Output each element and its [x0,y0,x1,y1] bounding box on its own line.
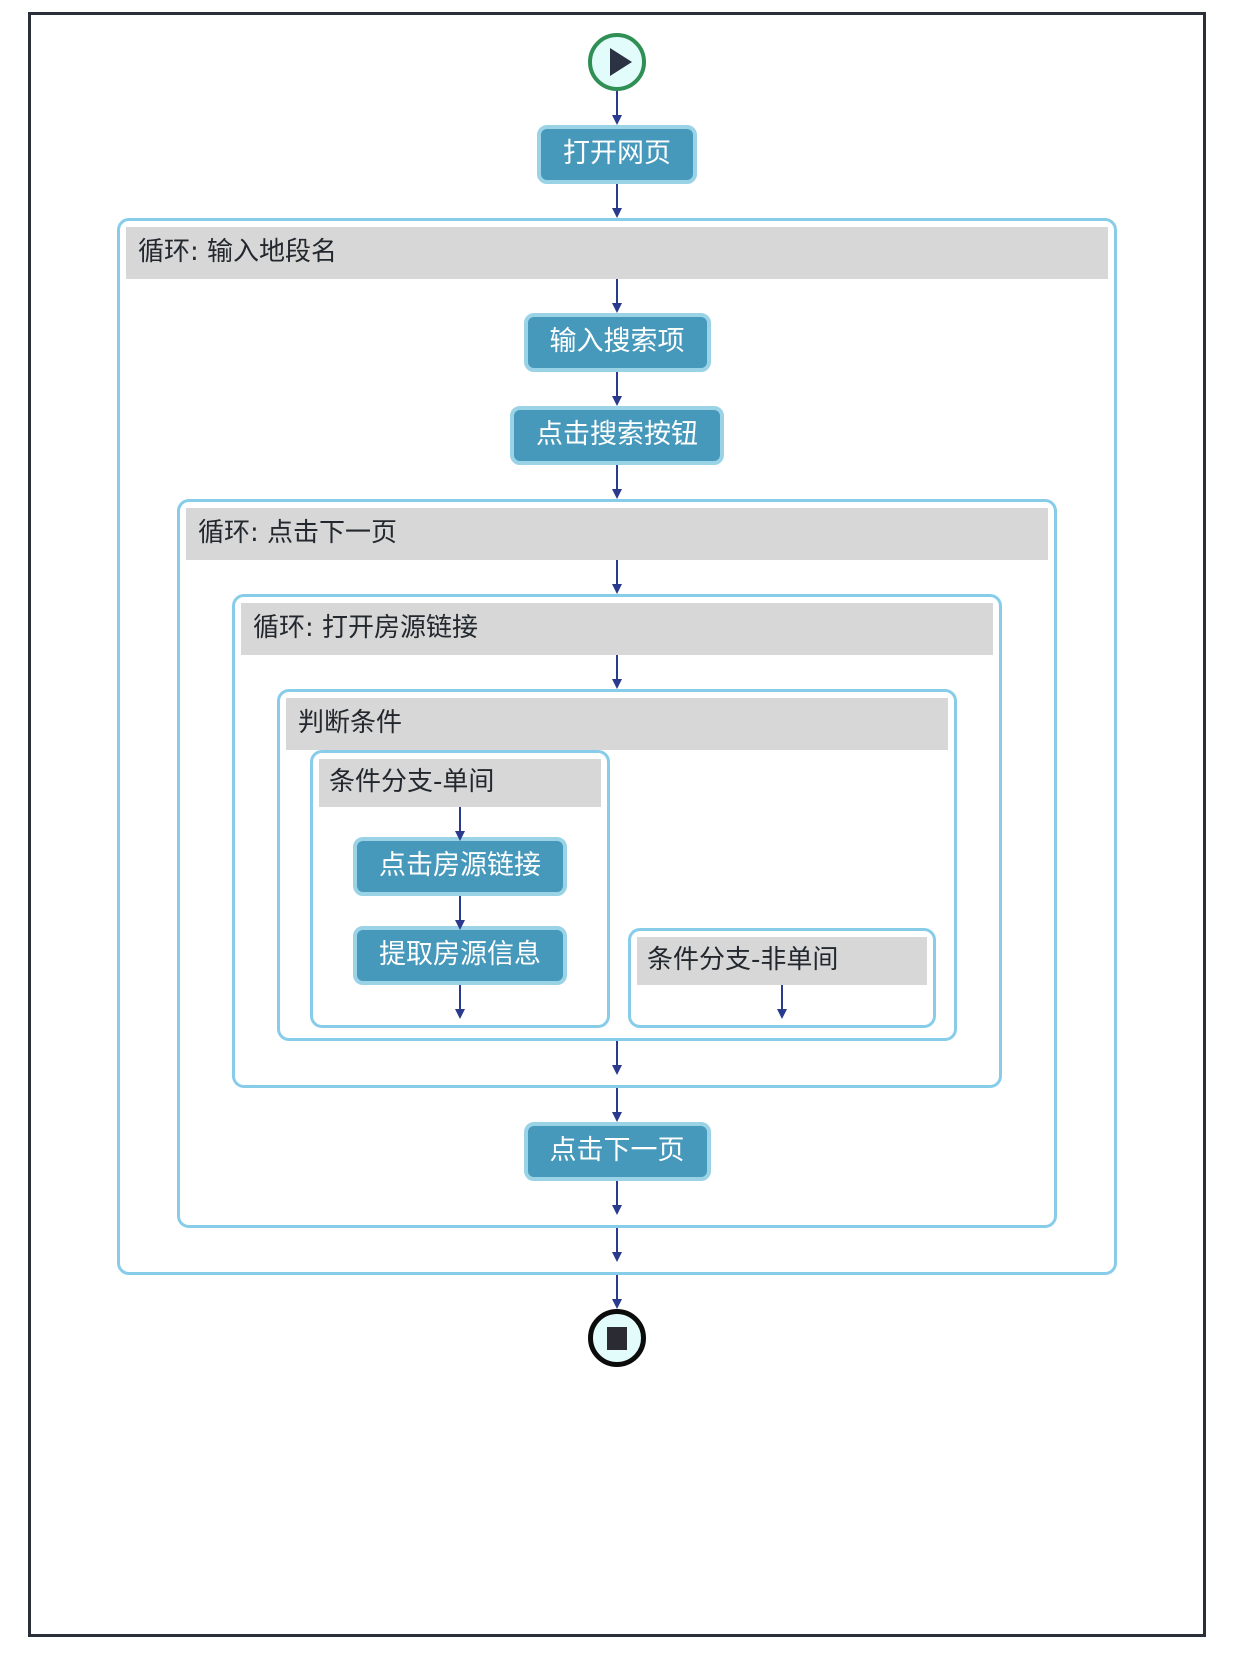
connector-arrow [610,1041,624,1075]
connector-arrow [610,279,624,313]
container-judge-condition[interactable]: 判断条件 条件分支-单间 点击房源链接 [277,689,957,1041]
connector-arrow [453,985,467,1019]
branch-header-label: 条件分支-单间 [319,759,601,807]
container-body: 输入搜索项 点击搜索按钮 循环: 点击下一页 循环: 打开房源链接 [126,279,1108,1262]
connector-arrow [453,807,467,841]
connector-arrow [610,1228,624,1262]
connector-arrow [453,896,467,930]
node-open-page[interactable]: 打开网页 [537,125,697,184]
connector-arrow [610,465,624,499]
node-click-listing-link[interactable]: 点击房源链接 [353,837,567,896]
flow-canvas: 打开网页 循环: 输入地段名 输入搜索项 点击搜索按钮 循环: 点击下一页 [31,15,1203,1634]
diagram-frame: 打开网页 循环: 输入地段名 输入搜索项 点击搜索按钮 循环: 点击下一页 [28,12,1206,1637]
connector-arrow [610,372,624,406]
node-click-next-page[interactable]: 点击下一页 [523,1122,711,1181]
container-header-label: 循环: 点击下一页 [186,508,1048,560]
connector-arrow [610,1088,624,1122]
container-body: 循环: 打开房源链接 判断条件 [186,560,1048,1215]
play-icon [609,48,632,76]
branch-header-label: 条件分支-非单间 [637,937,927,985]
container-loop-open-listing-link[interactable]: 循环: 打开房源链接 判断条件 [232,594,1002,1088]
container-loop-input-area-name[interactable]: 循环: 输入地段名 输入搜索项 点击搜索按钮 循环: 点击下一页 [117,218,1117,1275]
connector-arrow [610,1181,624,1215]
node-click-search-button[interactable]: 点击搜索按钮 [510,406,724,465]
node-extract-listing-info[interactable]: 提取房源信息 [353,926,567,985]
container-body: 判断条件 条件分支-单间 点击房源链接 [241,655,993,1075]
container-branch-single-room[interactable]: 条件分支-单间 点击房源链接 提取房源信息 [310,750,610,1028]
container-header-label: 判断条件 [286,698,948,750]
start-node[interactable] [588,33,646,91]
container-header-label: 循环: 输入地段名 [126,227,1108,279]
end-node[interactable] [588,1309,646,1367]
container-loop-click-next-page[interactable]: 循环: 点击下一页 循环: 打开房源链接 判断条件 [177,499,1057,1228]
connector-arrow [610,184,624,218]
container-header-label: 循环: 打开房源链接 [241,603,993,655]
connector-arrow [610,91,624,125]
branch-row: 条件分支-单间 点击房源链接 提取房源信息 [286,750,948,1028]
connector-arrow [610,655,624,689]
node-input-search-term[interactable]: 输入搜索项 [523,313,711,372]
stop-icon [607,1326,627,1350]
connector-arrow [610,560,624,594]
connector-arrow [610,1275,624,1309]
connector-arrow [775,985,789,1019]
container-branch-non-single-room[interactable]: 条件分支-非单间 [628,928,936,1028]
